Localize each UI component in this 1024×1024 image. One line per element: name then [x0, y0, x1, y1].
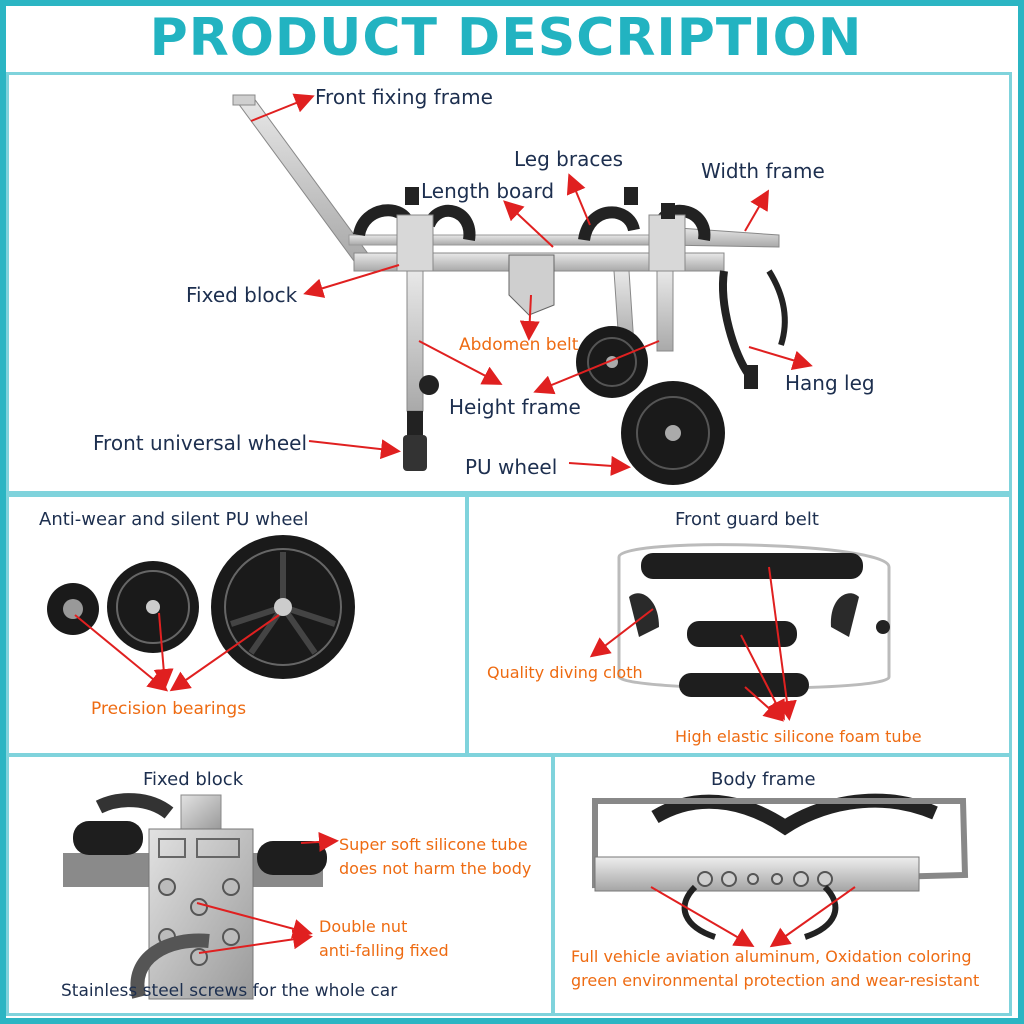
main-diagram-panel: Front fixing frame Leg braces Width fram… [6, 72, 1012, 494]
label-front-universal-wheel: Front universal wheel [93, 431, 308, 455]
wheelchair-illustration [232, 93, 813, 485]
wheel-panel: Anti-wear and silent PU wheel Precision … [6, 494, 468, 756]
fixed-block-panel: Fixed block Super soft silicone tube doe… [6, 754, 554, 1016]
label-precision-bearings: Precision bearings [91, 699, 247, 719]
wheels-illustration [47, 535, 355, 692]
label-silicone-foam-tube: High elastic silicone foam tube [675, 727, 922, 746]
guard-belt-illustration [589, 543, 891, 722]
label-height-frame: Height frame [449, 395, 581, 419]
body-frame-panel-heading: Body frame [711, 769, 816, 790]
guard-belt-panel: Front guard belt Quality diving cloth Hi… [466, 494, 1012, 756]
label-pu-wheel: PU wheel [465, 455, 558, 479]
label-quality-diving-cloth: Quality diving cloth [487, 663, 643, 682]
label-aviation-aluminum-line-2: green environmental protection and wear-… [571, 971, 980, 990]
fixed-block-illustration [63, 793, 339, 1000]
label-length-board: Length board [421, 179, 555, 203]
label-double-nut-line-2: anti-falling fixed [319, 941, 449, 960]
label-abdomen-belt: Abdomen belt [459, 335, 579, 355]
label-soft-tube-line-1: Super soft silicone tube [339, 835, 528, 854]
page-title: PRODUCT DESCRIPTION [149, 8, 863, 68]
label-double-nut-line-1: Double nut [319, 917, 408, 936]
label-soft-tube-line-2: does not harm the body [339, 859, 532, 878]
label-aviation-aluminum-line-1: Full vehicle aviation aluminum, Oxidatio… [571, 947, 972, 966]
label-width-frame: Width frame [701, 159, 825, 183]
body-frame-panel: Body frame Full vehicle aviation aluminu… [552, 754, 1012, 1016]
label-leg-braces: Leg braces [514, 147, 624, 171]
wheel-panel-heading: Anti-wear and silent PU wheel [39, 509, 309, 530]
guard-belt-panel-heading: Front guard belt [675, 509, 819, 530]
label-front-fixing-frame: Front fixing frame [315, 85, 493, 109]
body-frame-illustration [592, 793, 969, 948]
label-fixed-block: Fixed block [186, 283, 298, 307]
label-stainless-screws: Stainless steel screws for the whole car [61, 981, 398, 1001]
label-hang-leg: Hang leg [785, 371, 875, 395]
fixed-block-panel-heading: Fixed block [143, 769, 244, 790]
